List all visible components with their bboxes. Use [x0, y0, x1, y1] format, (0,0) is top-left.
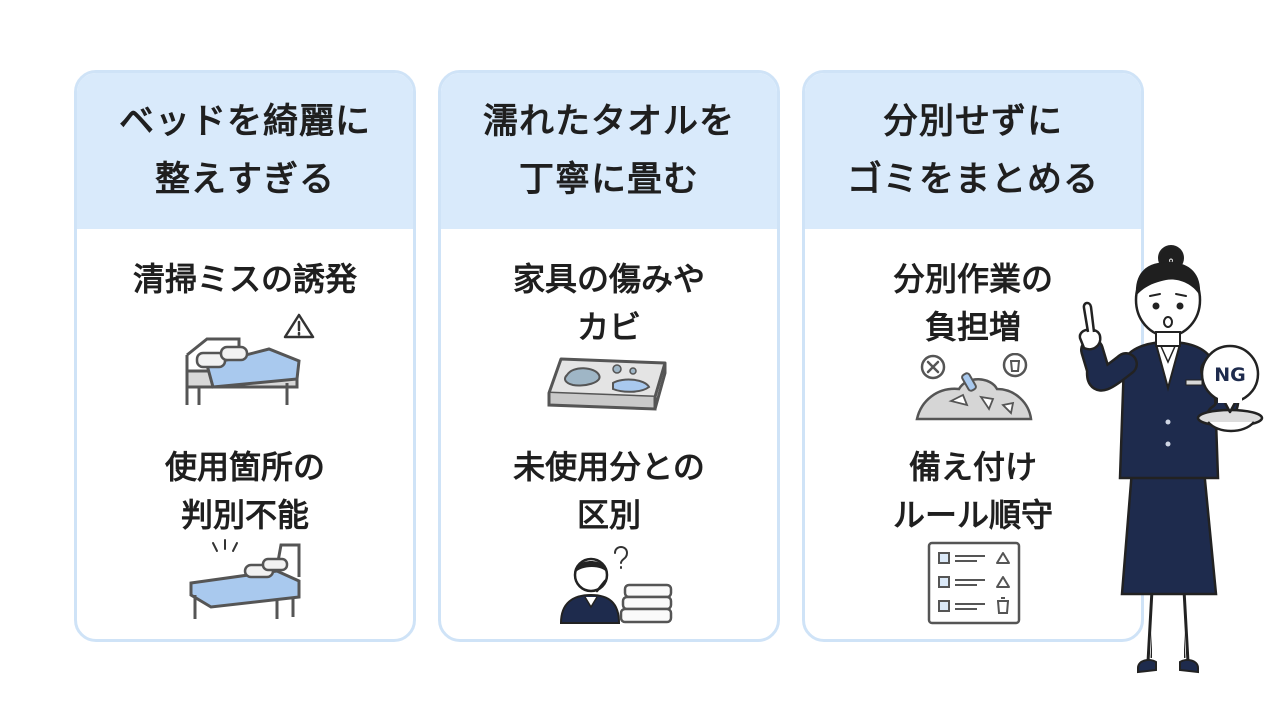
- point-text: カビ: [576, 308, 641, 346]
- card-body: 分別作業の 負担増 備え付け ルール順守: [805, 229, 1141, 639]
- trash-pile-icon: [911, 353, 1035, 423]
- point-text: 清掃ミスの誘発: [132, 260, 357, 298]
- ng-badge-label: NG: [1214, 364, 1246, 386]
- card-body: 家具の傷みや カビ 未使用分との 区別: [441, 229, 777, 639]
- point-text: 未使用分との: [513, 448, 705, 486]
- card-heading-line: ベッドを綺麗に: [118, 102, 371, 142]
- card-heading: 分別せずに ゴミをまとめる: [805, 73, 1141, 229]
- card-heading-line: 整えすぎる: [154, 160, 335, 200]
- point-text: ルール順守: [892, 496, 1053, 534]
- card-heading: 濡れたタオルを 丁寧に畳む: [441, 73, 777, 229]
- card-heading-line: 分別せずに: [882, 102, 1063, 142]
- point-text: 使用箇所の: [164, 448, 325, 486]
- card-wet-towel: 濡れたタオルを 丁寧に畳む 家具の傷みや カビ 未使用分との 区別: [438, 70, 780, 642]
- card-heading-line: 濡れたタオルを: [482, 102, 735, 142]
- card-heading: ベッドを綺麗に 整えすぎる: [77, 73, 413, 229]
- point-text: 判別不能: [180, 496, 309, 534]
- confused-staff-towels-icon: [557, 541, 677, 625]
- made-bed-icon: [181, 537, 311, 627]
- point-text: 備え付け: [908, 448, 1037, 486]
- card-bed-tidy: ベッドを綺麗に 整えすぎる 清掃ミスの誘発 使用箇所の 判別不能: [74, 70, 416, 642]
- point-text: 分別作業の: [892, 260, 1053, 298]
- point-text: 区別: [576, 496, 641, 534]
- card-heading-line: ゴミをまとめる: [846, 160, 1099, 200]
- recycle-checklist-icon: [927, 541, 1021, 625]
- bed-warning-icon: [177, 313, 317, 413]
- card-heading-line: 丁寧に畳む: [518, 160, 699, 200]
- card-trash-sorting: 分別せずに ゴミをまとめる 分別作業の 負担増 備え付け ルール順守: [802, 70, 1144, 642]
- point-text: 負担増: [924, 308, 1021, 346]
- card-body: 清掃ミスの誘発 使用箇所の 判別不能: [77, 229, 413, 639]
- point-text: 家具の傷みや: [512, 260, 705, 298]
- moldy-furniture-icon: [543, 353, 675, 417]
- hotel-staff-pointing-icon: NG: [1068, 238, 1278, 678]
